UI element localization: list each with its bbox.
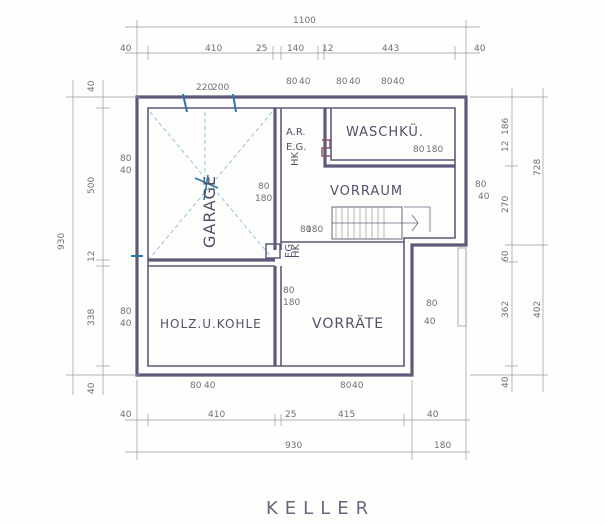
- bottom-dimension-chain: 40 410 25 415 40 930 180: [120, 250, 470, 460]
- room-holz-kohle: HOLZ.U.KOHLE: [160, 317, 262, 331]
- dim-left-total: 930: [57, 233, 67, 250]
- dim-window-3-w: 80: [381, 77, 393, 87]
- dim-open-holz-left-w: 80: [120, 307, 132, 317]
- dim-right-270: 270: [501, 196, 511, 213]
- dim-open-vorraum-h: 40: [478, 192, 490, 202]
- dim-top-left-wall: 40: [120, 44, 132, 54]
- drawing-title: KELLER: [266, 498, 375, 519]
- room-eg-small: EG: [284, 244, 295, 258]
- left-dimension-chain: 40 500 930 12 338 40: [57, 80, 140, 395]
- dim-right-728: 728: [533, 159, 543, 176]
- dim-open-holz-door-w: 80: [283, 286, 295, 296]
- dim-door-top-1: 220: [196, 83, 213, 93]
- top-window-markers: 80 40 80 40 80 40: [286, 77, 405, 87]
- room-eg: E.G.: [286, 142, 306, 153]
- dim-window-2-h: 40: [349, 77, 361, 87]
- dim-window-3-h: 40: [393, 77, 405, 87]
- dim-top-total: 1100: [293, 16, 316, 26]
- dim-open-garage-door-w: 80: [258, 182, 270, 192]
- dim-left-top-wall: 40: [87, 80, 97, 92]
- dim-open-vorraum-w: 80: [475, 180, 487, 190]
- dim-left-mid-wall: 12: [87, 251, 97, 262]
- dim-window-2-w: 80: [336, 77, 348, 87]
- dim-open-vorraete-door-w: 80: [300, 225, 312, 235]
- top-dimension-chain: 1100 40 410 25 140 12 443 40 220 200: [120, 16, 486, 100]
- dim-right-186: 186: [501, 118, 511, 135]
- ar-stair-marks: [321, 139, 331, 157]
- right-dimension-chain: 12 186 728 270 60 362 402 40: [470, 88, 548, 392]
- dim-right-12: 12: [501, 141, 511, 152]
- garage-diagonals: [149, 111, 273, 259]
- dim-bottom-mid-wall: 25: [285, 410, 296, 420]
- dim-left-bottom-wall: 40: [87, 382, 97, 394]
- dim-open-bottom-2-h: 40: [352, 381, 364, 391]
- dim-top-wasch: 443: [382, 44, 399, 54]
- dim-open-holz-left-h: 40: [120, 319, 132, 329]
- dim-open-wasch-door-h: 180: [426, 145, 443, 155]
- dim-bottom-930: 930: [285, 441, 302, 451]
- dim-top-ar-width: 140: [287, 44, 304, 54]
- dim-open-holz-door-h: 180: [283, 298, 300, 308]
- dim-bottom-right-wall: 40: [427, 410, 439, 420]
- garage-door: [131, 93, 237, 257]
- dim-open-vorraete-right-h: 40: [424, 317, 436, 327]
- dim-door-top-2: 200: [212, 83, 229, 93]
- dim-open-bottom-2-w: 80: [340, 381, 352, 391]
- dim-top-ar-wall: 12: [322, 44, 333, 54]
- dim-bottom-vorraete: 415: [338, 410, 355, 420]
- dim-open-garage-left-w: 80: [120, 154, 132, 164]
- room-vorraum: VORRAUM: [330, 184, 403, 199]
- dim-bottom-180: 180: [434, 441, 451, 451]
- dim-right-362: 362: [501, 301, 511, 318]
- room-hk-small: HK: [291, 243, 302, 258]
- walls: [135, 95, 468, 377]
- dim-bottom-left-wall: 40: [120, 410, 132, 420]
- dim-open-bottom-1-w: 80: [190, 381, 202, 391]
- dim-open-vorraete-door-h: 180: [306, 225, 323, 235]
- exterior-hatch: [457, 247, 467, 327]
- opening-dimensions: 80 40 80 180 80 180 80 40 80 180 80 180 …: [120, 145, 490, 391]
- dim-open-wasch-door-w: 80: [413, 145, 425, 155]
- dim-window-1-h: 40: [299, 77, 311, 87]
- dim-open-bottom-1-h: 40: [204, 381, 216, 391]
- dim-top-right-wall: 40: [474, 44, 486, 54]
- dim-left-holz: 338: [87, 309, 97, 326]
- dim-open-garage-left-h: 40: [120, 166, 132, 176]
- dim-bottom-holz: 410: [208, 410, 225, 420]
- room-hk: HK: [290, 151, 301, 166]
- dim-top-garage: 410: [205, 44, 222, 54]
- dim-left-garage: 500: [87, 177, 97, 194]
- dim-right-40: 40: [501, 376, 511, 388]
- room-vorraete: VORRÄTE: [312, 314, 384, 332]
- dim-open-garage-door-h: 180: [255, 194, 272, 204]
- dim-right-402: 402: [533, 301, 543, 318]
- dim-top-mid-wall: 25: [256, 44, 267, 54]
- room-waschkueche: WASCHKÜ.: [346, 123, 424, 140]
- stairs: [331, 206, 431, 240]
- dim-right-60: 60: [501, 250, 511, 262]
- room-garage: GARAGE: [200, 175, 219, 248]
- dim-open-vorraete-right-w: 80: [426, 299, 438, 309]
- dim-window-1-w: 80: [286, 77, 298, 87]
- room-ar: A.R.: [286, 127, 306, 138]
